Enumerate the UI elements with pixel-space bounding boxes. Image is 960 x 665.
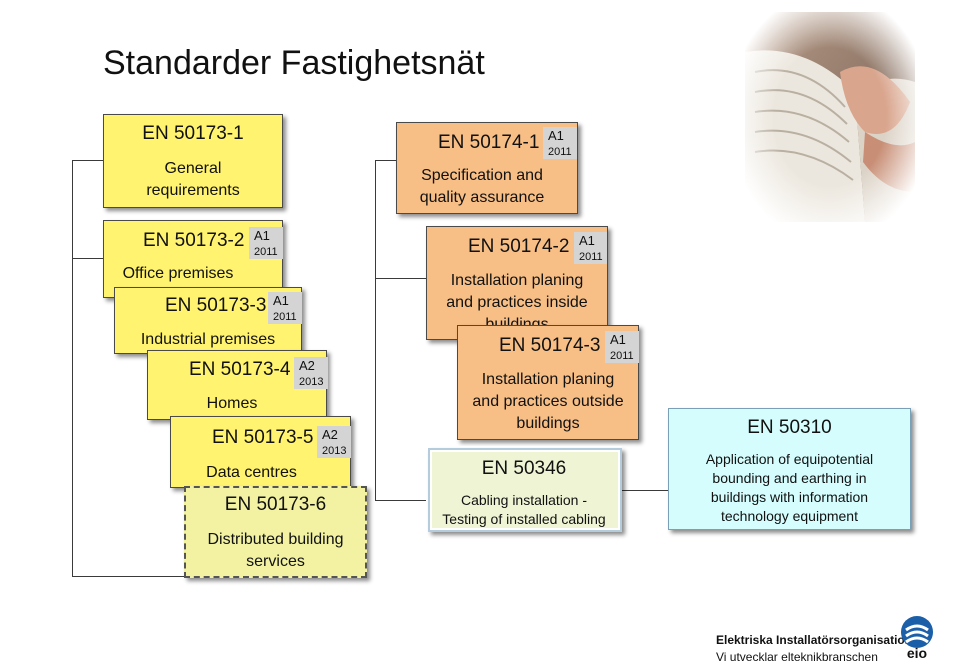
box-desc-line: Data centres	[206, 464, 297, 481]
page-title: Standarder Fastighetsnät	[103, 44, 485, 82]
box-code: EN 50310	[747, 417, 832, 438]
badge-label: A1	[254, 228, 270, 243]
badge-label: A1	[273, 293, 289, 308]
box-en50173-4: EN 50173-4 A2 2013 Homes	[147, 350, 328, 420]
badge-year: 2011	[273, 311, 297, 323]
box-code: EN 50173-5	[212, 427, 314, 448]
badge-year: 2011	[579, 251, 603, 263]
box-desc-line: Testing of installed cabling	[442, 511, 606, 527]
amendment-badge: A1 2011	[605, 331, 639, 363]
badge-year: 2011	[254, 246, 278, 258]
box-desc-line: and practices outside	[472, 393, 624, 410]
box-en50173-2: EN 50173-2 A1 2011 Office premises	[103, 220, 283, 298]
badge-label: A1	[610, 332, 626, 347]
box-desc-line: Office premises	[122, 265, 234, 282]
box-code: EN 50173-1	[142, 123, 244, 144]
box-code: EN 50174-2	[468, 236, 570, 257]
amendment-badge: A1 2011	[249, 227, 283, 259]
box-desc-line: quality assurance	[419, 189, 545, 206]
box-en50174-1: EN 50174-1 A1 2011 Specification and qual…	[396, 122, 578, 214]
box-desc-line: Distributed building	[207, 531, 344, 548]
box-desc-line: requirements	[146, 182, 240, 199]
box-en50173-5: EN 50173-5 A2 2013 Data centres	[170, 416, 351, 488]
badge-label: A2	[299, 358, 315, 373]
badge-year: 2011	[548, 146, 572, 158]
box-en50174-3: EN 50174-3 A1 2011 Installation planing a…	[457, 325, 639, 440]
box-en50174-2: EN 50174-2 A1 2011 Installation planing a…	[426, 226, 608, 340]
amendment-badge: A1 2011	[268, 292, 302, 324]
amendment-badge: A2 2013	[294, 357, 328, 389]
box-code: EN 50173-6	[224, 494, 327, 515]
box-desc-line: Homes	[206, 395, 258, 412]
box-en50173-1: EN 50173-1 General requirements	[103, 114, 283, 208]
amendment-badge: A2 2013	[317, 426, 351, 458]
footer-tagline: Vi utvecklar elteknikbranschen	[716, 650, 878, 664]
book-photo	[745, 12, 915, 222]
footer-org-name: Elektriska Installatörsorganisationen	[716, 633, 927, 647]
badge-year: 2013	[299, 376, 324, 388]
box-desc-line: General	[164, 160, 222, 177]
box-code: EN 50173-2	[143, 230, 245, 251]
badge-label: A1	[579, 233, 595, 248]
box-en50346: EN 50346 Cabling installation - Testing …	[426, 446, 622, 532]
badge-year: 2011	[610, 350, 634, 362]
box-desc-line: Industrial premises	[140, 331, 276, 348]
box-desc-line: Installation planing	[450, 272, 584, 289]
box-desc-line: buildings	[516, 415, 580, 432]
amendment-badge: A1 2011	[543, 127, 577, 159]
box-code: EN 50174-1	[438, 132, 540, 153]
box-en50173-6: EN 50173-6 Distributed building services	[184, 486, 367, 578]
box-desc-line: buildings with information	[710, 489, 869, 505]
box-code: EN 50346	[481, 458, 567, 479]
box-en50173-3: EN 50173-3 A1 2011 Industrial premises	[114, 287, 302, 354]
box-code: EN 50173-3	[165, 295, 267, 316]
box-code: EN 50174-3	[499, 335, 601, 356]
eio-logo-text: eio	[906, 645, 928, 661]
amendment-badge: A1 2011	[574, 232, 607, 264]
box-code: EN 50173-4	[189, 359, 291, 380]
box-desc-line: Installation planing	[481, 371, 615, 388]
box-desc-line: services	[246, 553, 305, 570]
badge-label: A1	[548, 128, 564, 143]
badge-year: 2013	[322, 445, 347, 457]
box-desc-line: bounding and earthing in	[712, 470, 867, 486]
eio-logo: eio	[899, 614, 935, 660]
box-desc-line: and practices inside	[446, 294, 588, 311]
box-desc-line: Cabling installation -	[460, 492, 588, 508]
box-desc-line: technology equipment	[721, 508, 858, 524]
box-en50310: EN 50310 Application of equipotential bo…	[668, 408, 911, 530]
box-inner	[432, 452, 618, 528]
badge-label: A2	[322, 427, 338, 442]
box-desc-line: Specification and	[421, 167, 543, 184]
box-desc-line: Application of equipotential	[705, 451, 874, 467]
